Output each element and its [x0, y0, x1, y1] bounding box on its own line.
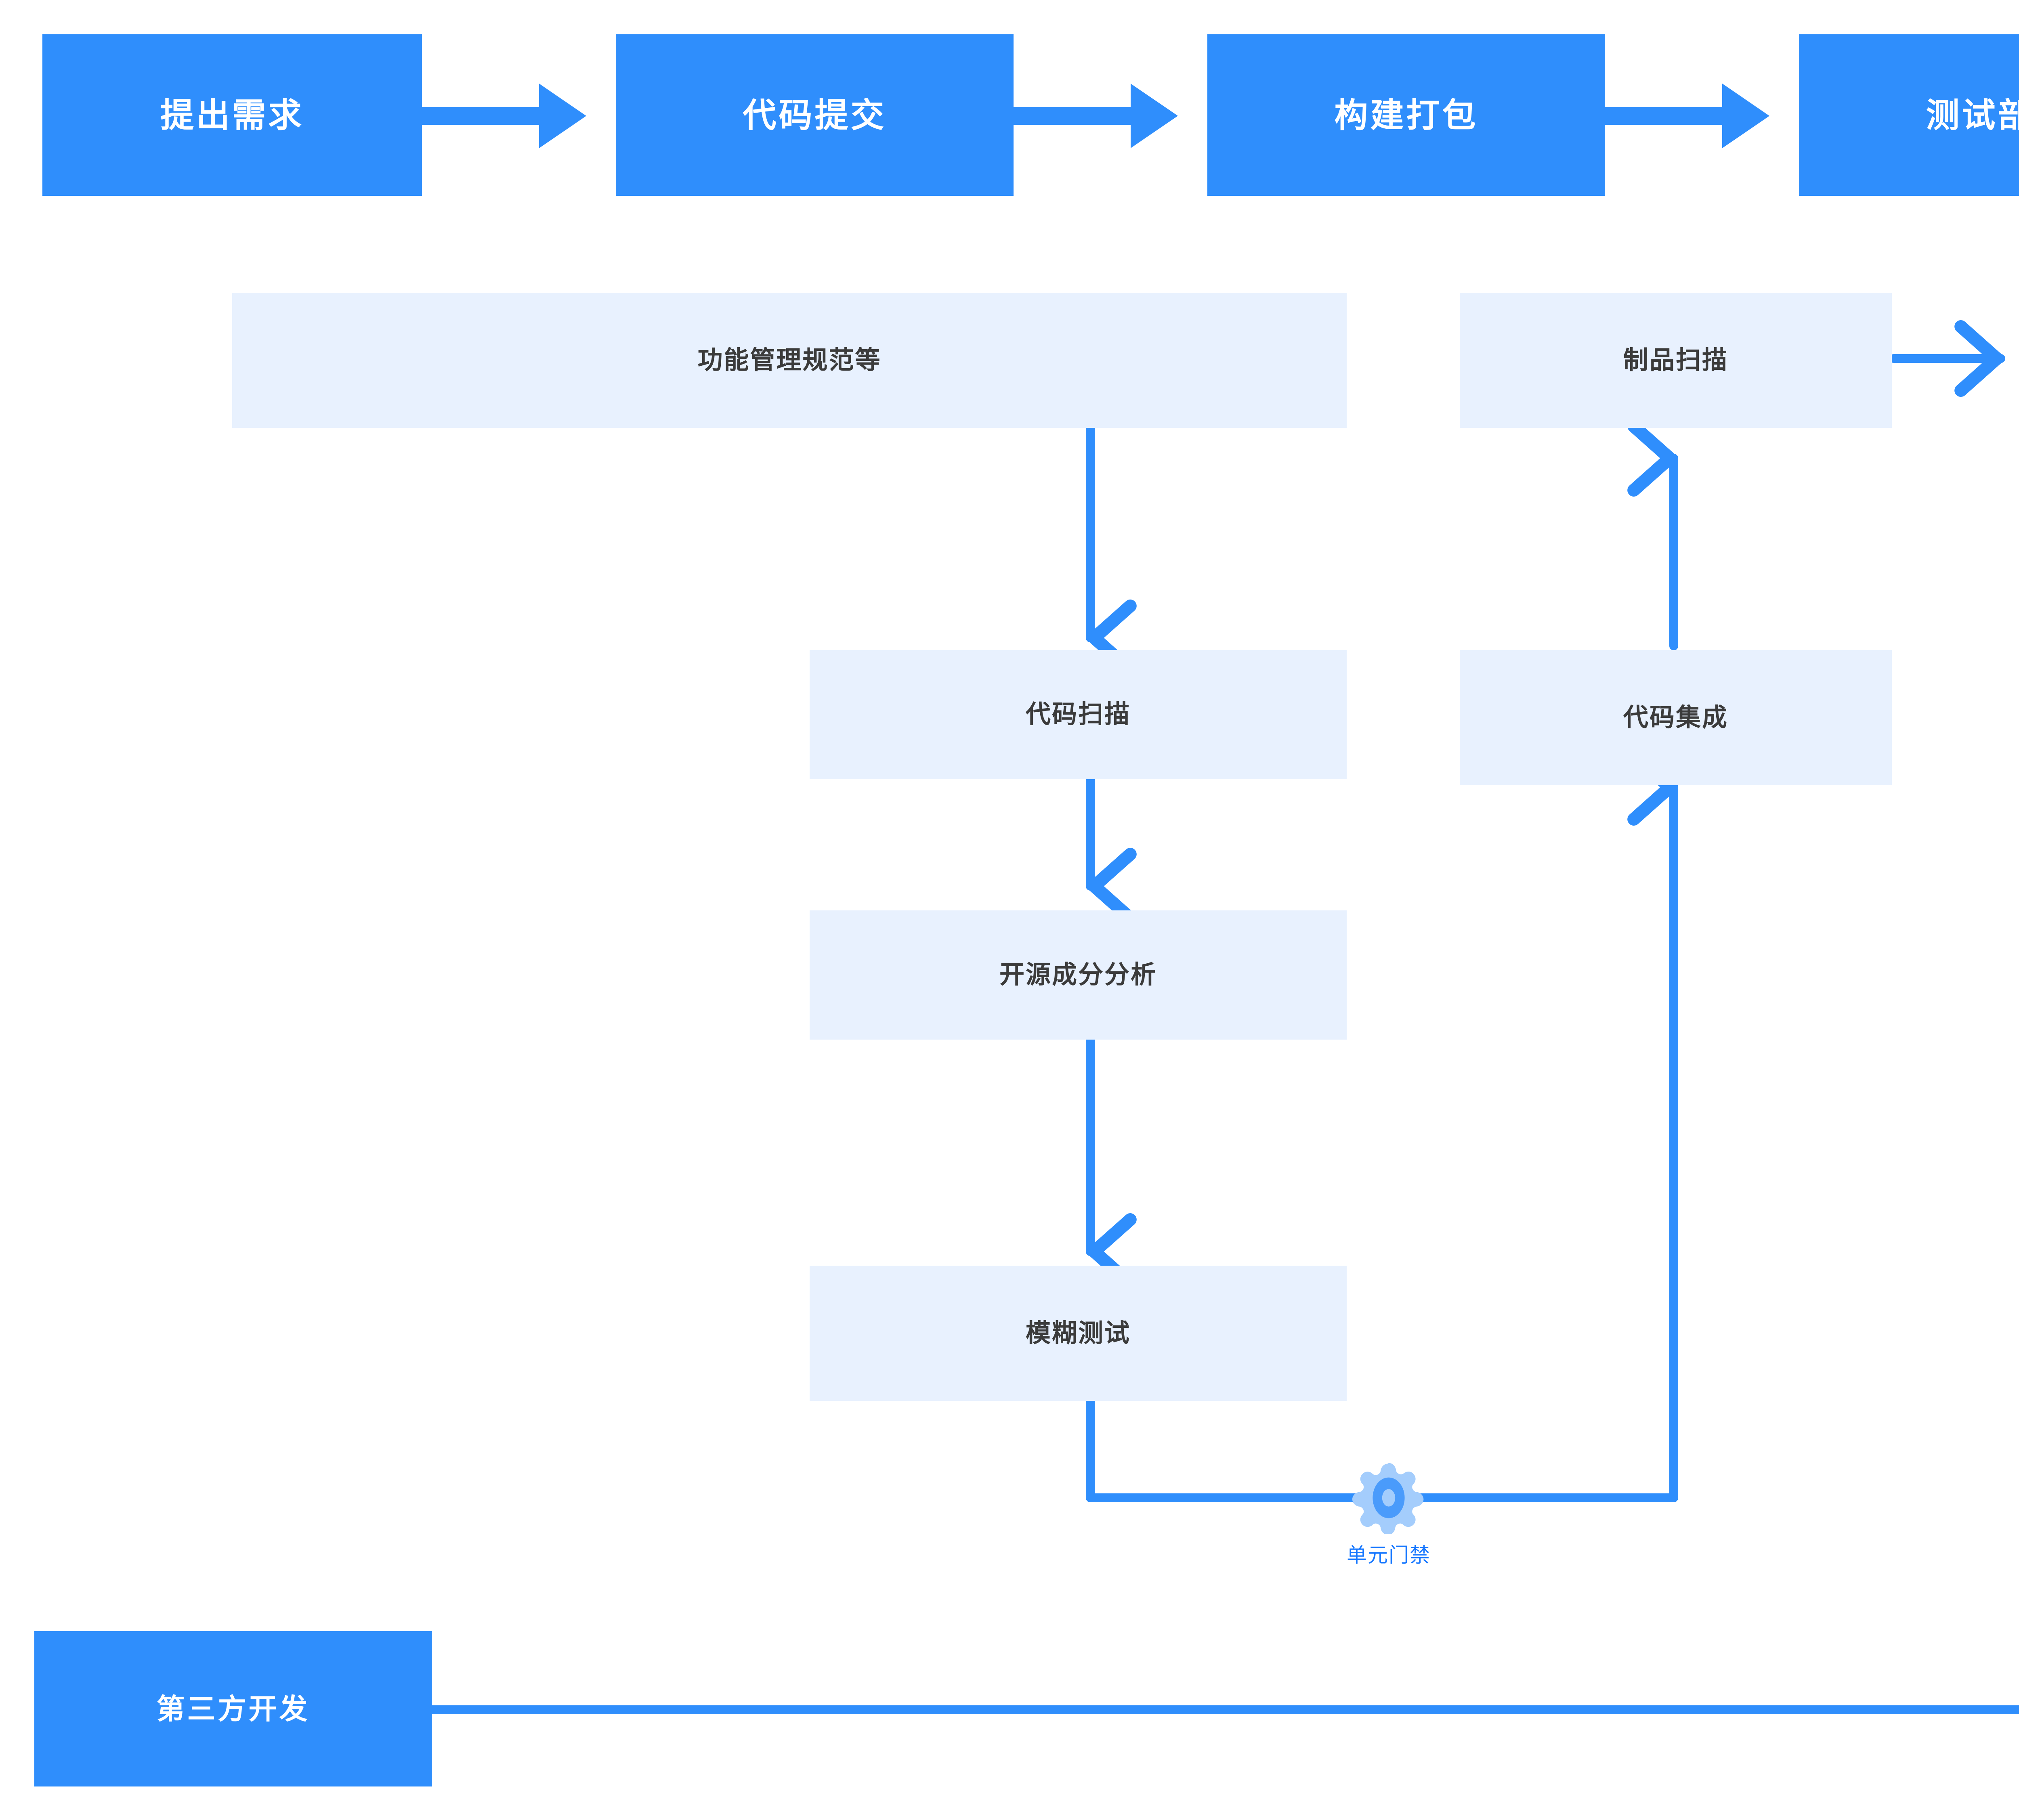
gate-unit[interactable]: 单元门禁 — [1347, 1461, 1431, 1565]
third-party-box[interactable]: 第三方开发 — [34, 1631, 432, 1786]
stage-box-requirement[interactable]: 提出需求 — [42, 34, 422, 196]
step-box-fuzz[interactable]: 模糊测试 — [810, 1266, 1347, 1401]
connector-thirdparty-to-gate2 — [428, 1705, 2019, 1714]
step-label-sca: 开源成分分析 — [999, 961, 1157, 989]
stage-arrow-1 — [422, 84, 586, 148]
stage-box-test-deploy[interactable]: 测试部署 — [1799, 34, 2019, 196]
step-box-spec[interactable]: 功能管理规范等 — [232, 293, 1347, 428]
step-label-code-scan: 代码扫描 — [1025, 700, 1131, 728]
third-party-label: 第三方开发 — [156, 1693, 310, 1725]
gear-icon — [1352, 1461, 1425, 1535]
stage-label-build: 构建打包 — [1334, 96, 1478, 134]
stage-box-build[interactable]: 构建打包 — [1207, 34, 1605, 196]
step-label-spec: 功能管理规范等 — [697, 346, 881, 374]
step-box-artifact[interactable]: 制品扫描 — [1460, 293, 1892, 428]
step-label-integration: 代码集成 — [1623, 703, 1728, 732]
step-box-sca[interactable]: 开源成分分析 — [810, 910, 1347, 1040]
stage-label-commit: 代码提交 — [743, 96, 887, 134]
step-box-code-scan[interactable]: 代码扫描 — [810, 650, 1347, 779]
stage-label-requirement: 提出需求 — [160, 96, 304, 134]
step-label-fuzz: 模糊测试 — [1025, 1319, 1131, 1347]
gate-label-unit: 单元门禁 — [1347, 1544, 1431, 1566]
stage-box-commit[interactable]: 代码提交 — [616, 34, 1014, 196]
step-label-artifact: 制品扫描 — [1623, 346, 1728, 374]
stage-label-test-deploy: 测试部署 — [1926, 96, 2019, 134]
step-box-integration[interactable]: 代码集成 — [1460, 650, 1892, 785]
stage-arrow-3 — [1605, 84, 1769, 148]
stage-arrow-2 — [1014, 84, 1178, 148]
